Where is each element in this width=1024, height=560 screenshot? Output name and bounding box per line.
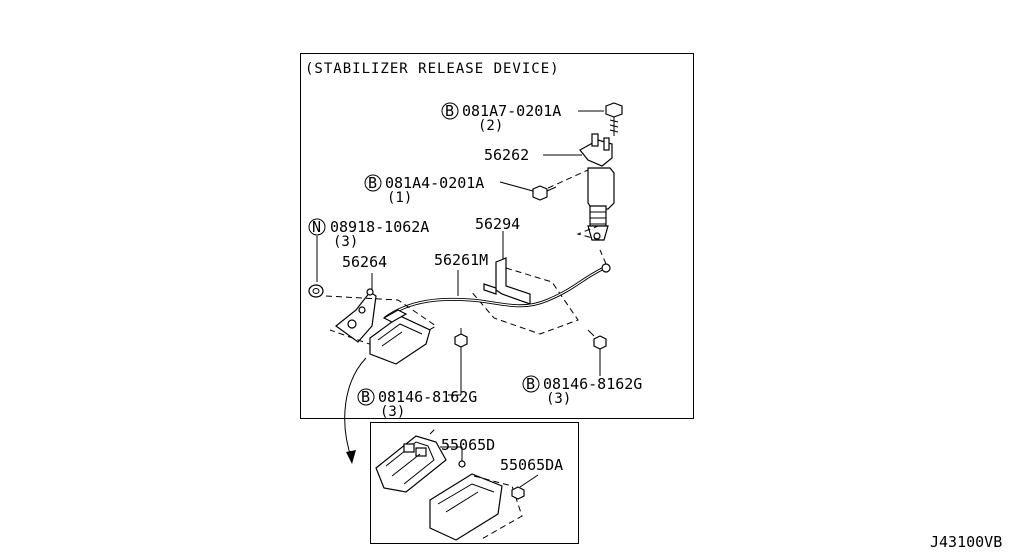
control-unit-icon	[369, 309, 431, 365]
diagram-title: (STABILIZER RELEASE DEVICE)	[305, 61, 560, 77]
detail-cover-55065da-icon	[429, 473, 525, 541]
svg-text:B: B	[445, 102, 454, 120]
svg-text:(3): (3)	[380, 404, 405, 420]
detail-frame	[370, 422, 579, 544]
svg-text:(3): (3)	[546, 391, 571, 407]
main-frame	[300, 53, 694, 419]
svg-text:(1): (1)	[387, 190, 412, 206]
label-56262: 56262	[484, 146, 529, 164]
symbol-b-icon	[441, 102, 459, 120]
callout-bolt-081a7: B 081A7-0201A (2)	[441, 102, 561, 134]
label-56264: 56264	[342, 253, 387, 271]
bolt-08146-right-icon	[587, 329, 607, 350]
svg-text:08146-8162G: 08146-8162G	[543, 375, 642, 393]
svg-text:B: B	[526, 375, 535, 393]
dashed-guide-upper	[547, 169, 589, 189]
bracket-56294-icon	[483, 257, 531, 305]
actuator-56262-icon	[579, 133, 615, 241]
label-56261m: 56261M	[434, 251, 488, 269]
dashed-plate-right	[469, 267, 579, 335]
symbol-b-icon	[522, 375, 540, 393]
bolt-08146-left-icon	[454, 328, 468, 348]
detail-unit-55065d-icon	[375, 427, 447, 493]
leader-081a4	[499, 181, 534, 192]
svg-text:081A7-0201A: 081A7-0201A	[462, 102, 561, 120]
callout-bolt-08146-left: B 08146-8162G (3)	[357, 388, 477, 420]
leader-55065da	[519, 474, 539, 488]
callout-bolt-081a4: B 081A4-0201A (1)	[364, 174, 484, 206]
svg-text:081A4-0201A: 081A4-0201A	[385, 174, 484, 192]
symbol-b-icon	[364, 174, 382, 192]
symbol-b-icon	[357, 388, 375, 406]
cable-end-icon	[599, 249, 611, 273]
svg-text:08918-1062A: 08918-1062A	[330, 218, 429, 236]
detail-arrow-icon	[344, 357, 367, 461]
symbol-n-icon	[308, 218, 326, 236]
svg-text:(2): (2)	[478, 118, 503, 134]
bracket-56264-icon	[335, 288, 377, 343]
label-55065d: 55065D	[441, 436, 495, 454]
drawing-code: J43100VB	[930, 533, 1002, 551]
svg-text:N: N	[312, 218, 321, 236]
svg-text:B: B	[361, 388, 370, 406]
callout-nut-08918: N 08918-1062A (3)	[308, 218, 429, 250]
dashed-guide-clip	[576, 225, 601, 241]
svg-text:B: B	[368, 174, 377, 192]
svg-text:08146-8162G: 08146-8162G	[378, 388, 477, 406]
label-55065da: 55065DA	[500, 456, 563, 474]
svg-text:(3): (3)	[333, 234, 358, 250]
bolt-081a4-icon	[532, 185, 557, 201]
callout-bolt-08146-right: B 08146-8162G (3)	[522, 375, 642, 407]
label-56294: 56294	[475, 215, 520, 233]
nut-08918-icon	[308, 284, 324, 298]
bolt-081a7-icon	[605, 102, 623, 136]
